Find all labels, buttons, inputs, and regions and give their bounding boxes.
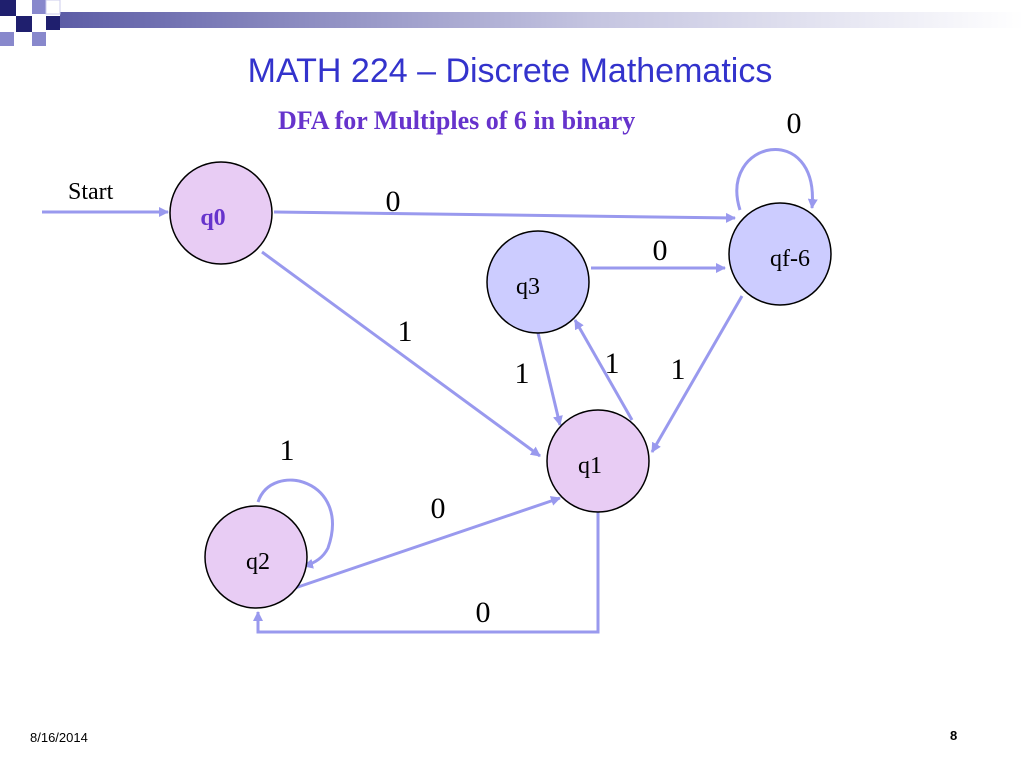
edge-q2-to-q1 (294, 496, 561, 590)
state-q2[interactable]: q2 (204, 505, 308, 609)
state-q0-label: q0 (200, 205, 225, 231)
edge-q3-to-q1 (536, 332, 563, 426)
label-qf-self: 0 (787, 107, 802, 140)
label-q2-self: 1 (280, 434, 295, 467)
label-q0-to-q1: 1 (398, 315, 413, 348)
label-q3-to-qf: 0 (653, 234, 668, 267)
label-qf-to-q1: 1 (671, 353, 686, 386)
header-decoration (0, 0, 1024, 46)
state-qf[interactable]: qf-6 (728, 202, 832, 306)
slide-title: MATH 224 – Discrete Mathematics (247, 52, 773, 90)
label-q1-to-q2: 0 (476, 596, 491, 629)
edge-q0-to-q1 (261, 250, 541, 458)
edge-qf-to-q1 (650, 295, 744, 453)
state-q0[interactable]: q0 (169, 161, 273, 265)
state-q1[interactable]: q1 (546, 409, 650, 513)
footer-date: 8/16/2014 (30, 730, 88, 745)
edge-q0-to-qf (273, 210, 736, 223)
label-q3-to-q1: 1 (515, 357, 530, 390)
state-q3[interactable]: q3 (486, 230, 590, 334)
state-q3-label: q3 (516, 274, 540, 300)
slide-subtitle: DFA for Multiples of 6 in binary (278, 106, 636, 135)
label-q1-to-q3: 1 (605, 347, 620, 380)
edge-q2-self-loop (256, 478, 334, 569)
start-label: Start (68, 179, 114, 205)
page-number: 8 (950, 728, 958, 743)
label-q0-to-qf: 0 (386, 185, 401, 218)
label-q2-to-q1: 0 (431, 492, 446, 525)
edge-q1-to-q3 (573, 319, 634, 421)
edge-q1-to-q2 (253, 512, 600, 634)
state-q1-label: q1 (578, 453, 602, 479)
state-qf-label: qf-6 (770, 246, 810, 272)
state-q2-label: q2 (246, 549, 270, 575)
edge-qf-self-loop (735, 147, 818, 211)
